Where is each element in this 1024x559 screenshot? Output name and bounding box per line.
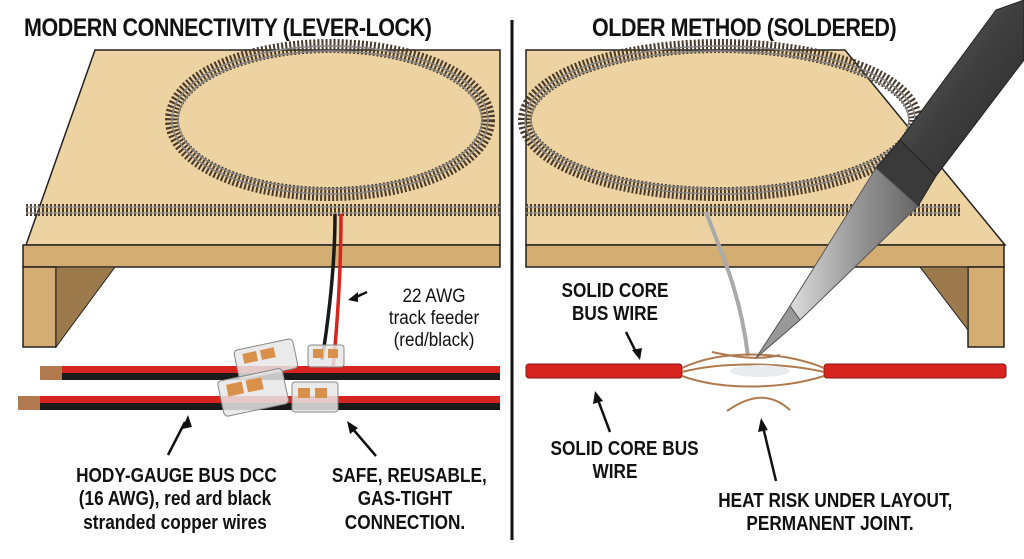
- bottom-wire-arrow: [596, 399, 612, 433]
- joint-label: HEAT RISK UNDER LAYOUT, PERMANENT JOINT.: [718, 490, 953, 536]
- copper-strand-end: [40, 366, 62, 380]
- copper-strand-end: [18, 396, 40, 410]
- feeder-label: 22 AWG track feeder (red/black): [388, 286, 480, 352]
- feeder-arrow-head: [348, 292, 358, 302]
- solder-blob: [730, 365, 790, 377]
- bus-wire-label: HODY-GAUGE BUS DCC (16 AWG), red ard bla…: [76, 465, 277, 534]
- bottom-wire-label: SOLID CORE BUS WIRE: [550, 438, 699, 484]
- connection-arrow: [351, 427, 377, 457]
- solid-feeder-wire: [704, 211, 750, 357]
- right-arrows: [593, 331, 778, 482]
- lever-connector: [307, 344, 345, 368]
- joint-arrow: [761, 426, 778, 482]
- connection-label: SAFE, REUSABLE, GAS-TIGHT CONNECTION.: [331, 465, 487, 534]
- top-wire-arrow: [624, 331, 638, 353]
- lever-connector: [291, 381, 339, 413]
- lever-connector: [217, 368, 289, 417]
- bus-arrow: [166, 421, 187, 456]
- lever-lock-connectors: [217, 338, 345, 417]
- left-track-oval: [26, 39, 500, 216]
- left-arrows: [166, 290, 377, 457]
- connection-arrow-head: [347, 421, 358, 434]
- top-wire-label: SOLID CORE BUS WIRE: [561, 280, 669, 326]
- bus-arrow-head: [182, 415, 192, 429]
- soldering-iron: [755, 0, 1024, 359]
- soldered-joint: [681, 351, 825, 412]
- lever-connector: [233, 338, 299, 380]
- left-panel-title: MODERN CONNECTIVITY (LEVER-LOCK): [24, 14, 432, 42]
- right-panel-title: OLDER METHOD (SOLDERED): [592, 14, 897, 42]
